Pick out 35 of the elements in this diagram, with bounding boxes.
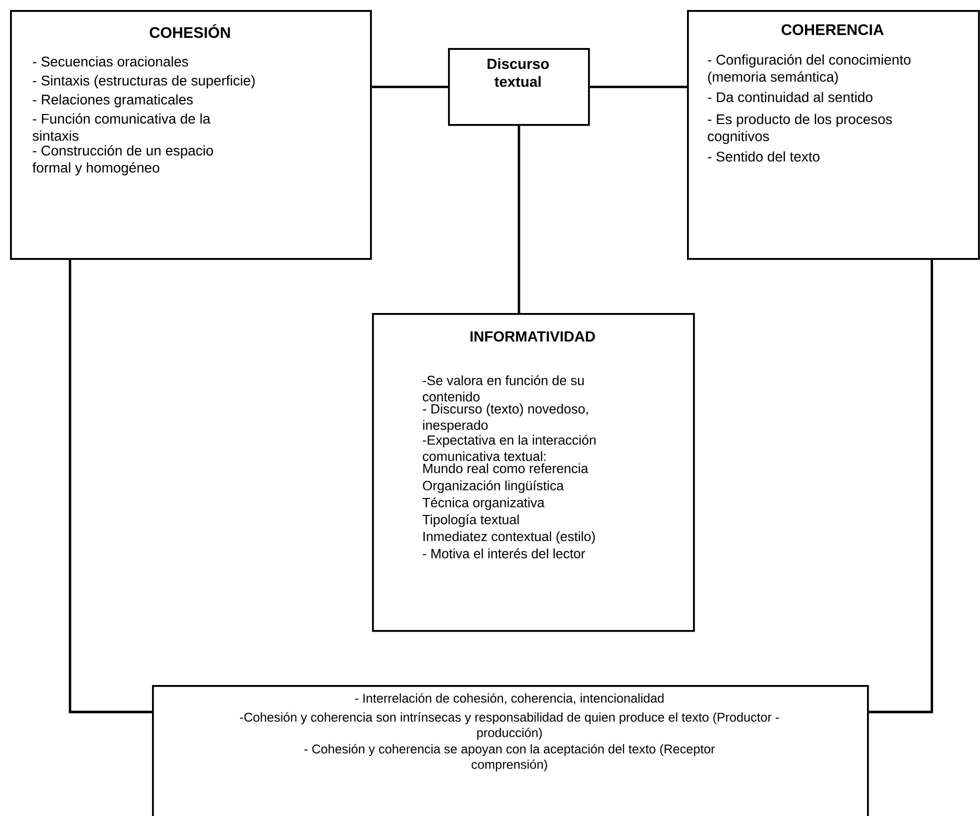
list-item: - Sentido del texto (708, 151, 820, 162)
connector-line (868, 260, 934, 714)
list-item: Técnica organizativa (422, 497, 545, 510)
connector-line (518, 126, 520, 313)
list-item: - Motiva el interés del lector (422, 548, 586, 558)
list-item: - Relaciones gramaticales (32, 94, 193, 108)
list-item: Tipología textual (422, 514, 519, 527)
list-item: Mundo real como referencia (423, 463, 588, 474)
concept-box (152, 685, 869, 816)
list-item: - Es producto de los procesos cognitivos (708, 114, 892, 144)
list-item: - Función comunicativa de la sintaxis (32, 113, 210, 141)
list-item: - Da continuidad al sentido (708, 92, 872, 102)
list-item: -Se valora en función de su contenido (422, 375, 584, 402)
list-item: Inmediatez contextual (estilo) (424, 531, 595, 544)
list-item: - Cohesión y coherencia se apoyan con la aceptación del texto (Receptor comprensión) (304, 744, 715, 772)
connector-line (68, 260, 152, 714)
concept-box (687, 10, 980, 260)
list-item: - Construcción de un espacio formal y homogéneo (32, 145, 213, 176)
concept-box (372, 313, 695, 632)
list-item: - Interrelación de cohesión, coherencia, intencionalidad (355, 693, 664, 704)
list-item: Organización lingüística (422, 480, 564, 493)
list-item: - Secuencias oracionales (32, 56, 188, 67)
list-item: - Sintaxis (estructuras de superficie) (32, 75, 255, 88)
box-heading: COHERENCIA (782, 24, 884, 36)
list-item: - Configuración del conocimiento (memoria semántica) (708, 54, 911, 85)
list-item: - Discurso (texto) novedoso, inesperado (422, 404, 588, 432)
list-item: -Cohesión y coherencia son intrínsecas y responsabilidad de quien produce el texto (Productor - producción) (240, 712, 779, 740)
concept-box (10, 10, 372, 260)
box-title: Discurso textual (488, 58, 549, 87)
concept-box (448, 48, 590, 126)
connector-line (590, 86, 687, 88)
box-heading: COHESIÓN (150, 24, 230, 38)
box-heading: INFORMATIVIDAD (470, 331, 595, 342)
list-item: -Expectativa en la interacción comunicativa textual: (422, 434, 596, 462)
connector-line (372, 86, 448, 88)
